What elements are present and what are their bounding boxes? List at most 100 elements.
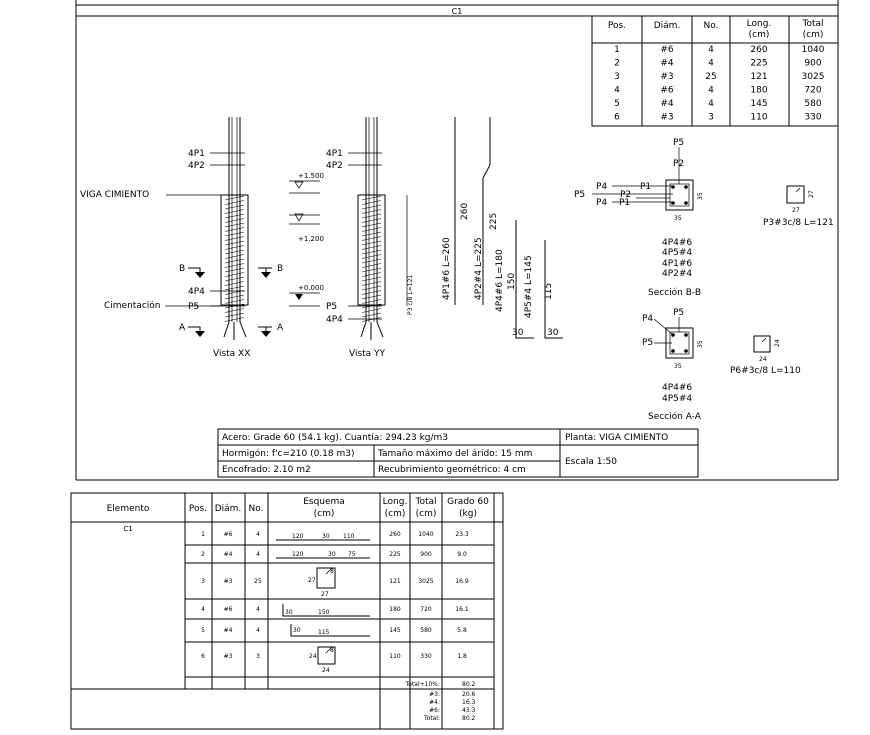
- sched-long-3: 180: [389, 606, 401, 613]
- stirrup-line: [361, 209, 382, 214]
- pos-cell-5-0: 6: [614, 113, 620, 123]
- pos-cell-5-1: #3: [660, 113, 673, 123]
- sched-summary-label-0: #3:: [429, 691, 440, 698]
- secaa-list-0: 4P4#6: [662, 383, 692, 393]
- schema6-w: 24: [322, 667, 330, 674]
- position-table: Pos. Diám. No. Long. (cm) Total (cm) 1#6…: [591, 15, 839, 127]
- sched-no-0: 4: [256, 531, 260, 538]
- sched-h-diam: Diám.: [215, 504, 242, 514]
- schema-row1: 120 30 110: [276, 533, 370, 541]
- sched-total-3: 720: [420, 606, 432, 613]
- info-tamano: Tamaño máximo del árido: 15 mm: [377, 449, 532, 459]
- sched-h-total: Total: [414, 497, 436, 507]
- pos-header-long-unit: (cm): [749, 30, 770, 40]
- pos-cell-3-3: 180: [750, 86, 767, 96]
- stirrup-line: [224, 258, 245, 264]
- sched-diam-2: #3: [224, 578, 233, 585]
- stirrup-p3: 27 27 P3#3c/8 L=121: [763, 185, 834, 228]
- stirrup-line: [224, 218, 245, 223]
- bar5-label: 4P5#4 L=145: [524, 255, 534, 318]
- pos-cell-1-4: 900: [804, 59, 821, 69]
- schema3-h: 27: [308, 577, 316, 584]
- schema2-c: 75: [348, 551, 356, 558]
- bar1-label: 4P1#6 L=260: [442, 237, 452, 300]
- schema4-b: 150: [318, 609, 330, 616]
- stirrup-line: [361, 249, 382, 255]
- xx-label-4p1: 4P1: [188, 149, 205, 159]
- stirrup-line: [361, 218, 382, 223]
- pos-cell-1-2: 4: [708, 59, 714, 69]
- pos-cell-5-2: 3: [708, 113, 714, 123]
- schema1-a: 120: [292, 533, 304, 540]
- sched-long-4: 145: [389, 627, 401, 634]
- schema2-b: 30: [328, 551, 336, 558]
- sched-total-label: Total+10%:: [405, 681, 440, 688]
- section-mark-b-right: B: [277, 264, 283, 274]
- stirrup-line: [361, 312, 382, 318]
- sched-diam-0: #6: [224, 531, 233, 538]
- sched-long-5: 110: [389, 653, 401, 660]
- stirrup-line: [224, 213, 245, 219]
- stirrup-line: [224, 227, 245, 232]
- p3-note: P3#3c/8 L=121: [763, 218, 834, 228]
- yy-label-4p5: P5: [326, 302, 337, 312]
- stirrup-line: [361, 227, 382, 232]
- info-recubrimiento: Recubrimiento geométrico: 4 cm: [378, 464, 526, 475]
- stirrup-line: [361, 213, 382, 219]
- pos-header-no: No.: [704, 21, 719, 31]
- section-a-a: P4 P5 P5 35 35 4P4#6 4P5#4 Sección A-A: [642, 308, 704, 422]
- stirrup-line: [224, 308, 245, 313]
- vista-xx: 4P1 4P2 4P4 P5 VIGA CIMIENTO Cimentación…: [80, 117, 284, 359]
- sched-h-pos: Pos.: [189, 504, 207, 514]
- schema-row5: 30 115: [290, 624, 370, 637]
- schema-row3: 27 27 8: [308, 567, 336, 598]
- yy-label-4p2: 4P2: [326, 161, 343, 171]
- p6-note: P6#3c/8 L=110: [730, 366, 801, 376]
- vista-yy: 4P1 4P2 P5 4P4 Vista YY +1.500 +1.200 +0…: [289, 117, 386, 359]
- sheet-title: C1: [452, 7, 463, 16]
- secbb-list-2: 4P1#6: [662, 259, 692, 269]
- pos-cell-2-4: 3025: [802, 72, 825, 82]
- schema3-w: 27: [321, 591, 329, 598]
- bar5-hook-dim: 30: [547, 328, 559, 338]
- sched-diam-3: #6: [224, 606, 233, 613]
- stirrup-line: [361, 267, 382, 273]
- stirrup-line: [224, 240, 245, 246]
- stirrup-line: [224, 299, 245, 304]
- section-b-b-title: Sección B-B: [648, 287, 701, 298]
- pos-cell-4-0: 5: [614, 99, 620, 109]
- stirrup-line: [224, 294, 245, 300]
- pos-cell-0-2: 4: [708, 45, 714, 55]
- pos-header-total-unit: (cm): [803, 30, 824, 40]
- sched-total-0: 1040: [418, 531, 433, 538]
- p6-dim-h: 24: [774, 339, 781, 347]
- stirrup-line: [361, 290, 382, 295]
- xx-label-4p4: 4P4: [188, 287, 205, 297]
- pos-cell-3-2: 4: [708, 86, 714, 96]
- pos-cell-0-4: 1040: [802, 45, 825, 55]
- stirrup-line: [224, 276, 245, 282]
- xx-label-4p2: 4P2: [188, 161, 205, 171]
- sched-diam-4: #4: [224, 627, 233, 634]
- bar-details: P3 c/8 L=121 4P1#6 L=260 260 4P2#4 L=225…: [406, 117, 563, 339]
- sched-summary-value-0: 20.6: [462, 691, 476, 698]
- pos-header-long: Long.: [747, 19, 772, 29]
- stirrup-line: [361, 231, 382, 237]
- info-acero: Acero: Grade 60 (54.1 kg). Cuantía: 294.…: [222, 433, 448, 443]
- sched-no-3: 4: [256, 606, 260, 613]
- yy-label-4p1: 4P1: [326, 149, 343, 159]
- schema4-a: 30: [285, 609, 293, 616]
- sched-total-1: 900: [420, 551, 432, 558]
- sched-pos-0: 1: [201, 531, 205, 538]
- sched-total-2: 3025: [418, 578, 433, 585]
- sched-kg-5: 1.8: [457, 653, 467, 660]
- schema5-a: 30: [293, 627, 301, 634]
- sched-kg-3: 16.1: [455, 606, 469, 613]
- schema-row4: 30 150: [282, 604, 370, 617]
- stirrup-line: [224, 317, 245, 322]
- secbb-p5-top: P5: [673, 138, 684, 148]
- pos-cell-0-3: 260: [750, 45, 767, 55]
- schema3-hook: 8: [330, 568, 334, 575]
- sched-h-elemento: Elemento: [107, 504, 150, 514]
